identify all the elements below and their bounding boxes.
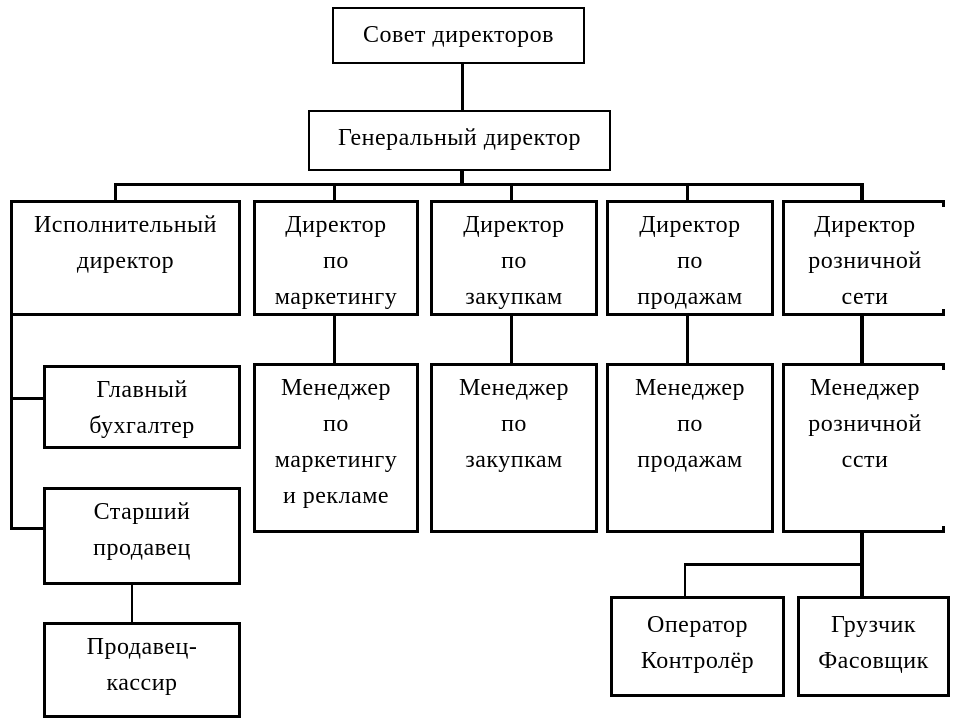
org-node-direktor-po-prodazham: Директор по продажам [606,200,774,316]
org-node-sovet-direktorov: Совет директоров [332,7,585,64]
org-node-direktor-po-zakupkam: Директор по закупкам [430,200,598,316]
connector-isp-branch-vertical [10,316,13,530]
border-tick [942,363,945,370]
connector-gen-stub [460,171,464,183]
org-node-starshiy-prodavets: Старший продавец [43,487,241,585]
connector-drop-gruzchik [860,566,864,596]
connector-drop-isp [114,186,117,200]
org-node-menedzher-po-prodazham: Менеджер по продажам [606,363,774,533]
connector-sovet-gen [461,63,464,110]
org-node-gruzchik-fasovschik: Грузчик Фасовщик [797,596,950,697]
org-node-ispolnitelnyy-direktor: Исполнительный директор [10,200,241,316]
org-node-operator-kontroler: Оператор Контролёр [610,596,785,697]
org-node-direktor-po-marketingu: Директор по маркетингу [253,200,419,316]
org-node-direktor-roznichnoy-seti: Директор розничной сети [782,200,945,316]
org-node-menedzher-roznichnoy-seti: Менеджер розничной ссти [782,363,945,533]
org-node-glavnyy-buhgalter: Главный бухгалтер [43,365,241,449]
connector-drop-dir-marketing [333,186,336,200]
connector-dir-men-roznichnaya [860,316,864,363]
org-node-menedzher-po-marketingu: Менеджер по маркетингу и рекламе [253,363,419,533]
connector-dir-men-prodazhi [686,316,689,363]
connector-men-roznichnaya-stub [860,533,864,566]
org-node-generalnyy-direktor: Генеральный директор [308,110,611,171]
connector-isp-starshiy [13,527,43,530]
connector-bottom-rail [684,563,864,566]
connector-level3-rail [114,183,864,186]
connector-isp-buhgalter [13,397,43,400]
border-tick [942,526,945,533]
connector-dir-men-marketing [333,316,336,363]
connector-drop-dir-zakupki [510,186,513,200]
border-tick [942,309,945,316]
org-node-menedzher-po-zakupkam: Менеджер по закупкам [430,363,598,533]
border-tick [942,200,945,207]
connector-starshiy-kassir [131,585,133,622]
connector-dir-men-zakupki [510,316,513,363]
connector-drop-operator [684,566,686,596]
connector-drop-dir-prodazhi [686,186,689,200]
org-node-prodavets-kassir: Продавец- кассир [43,622,241,718]
connector-drop-dir-roznichnaya [860,186,864,200]
